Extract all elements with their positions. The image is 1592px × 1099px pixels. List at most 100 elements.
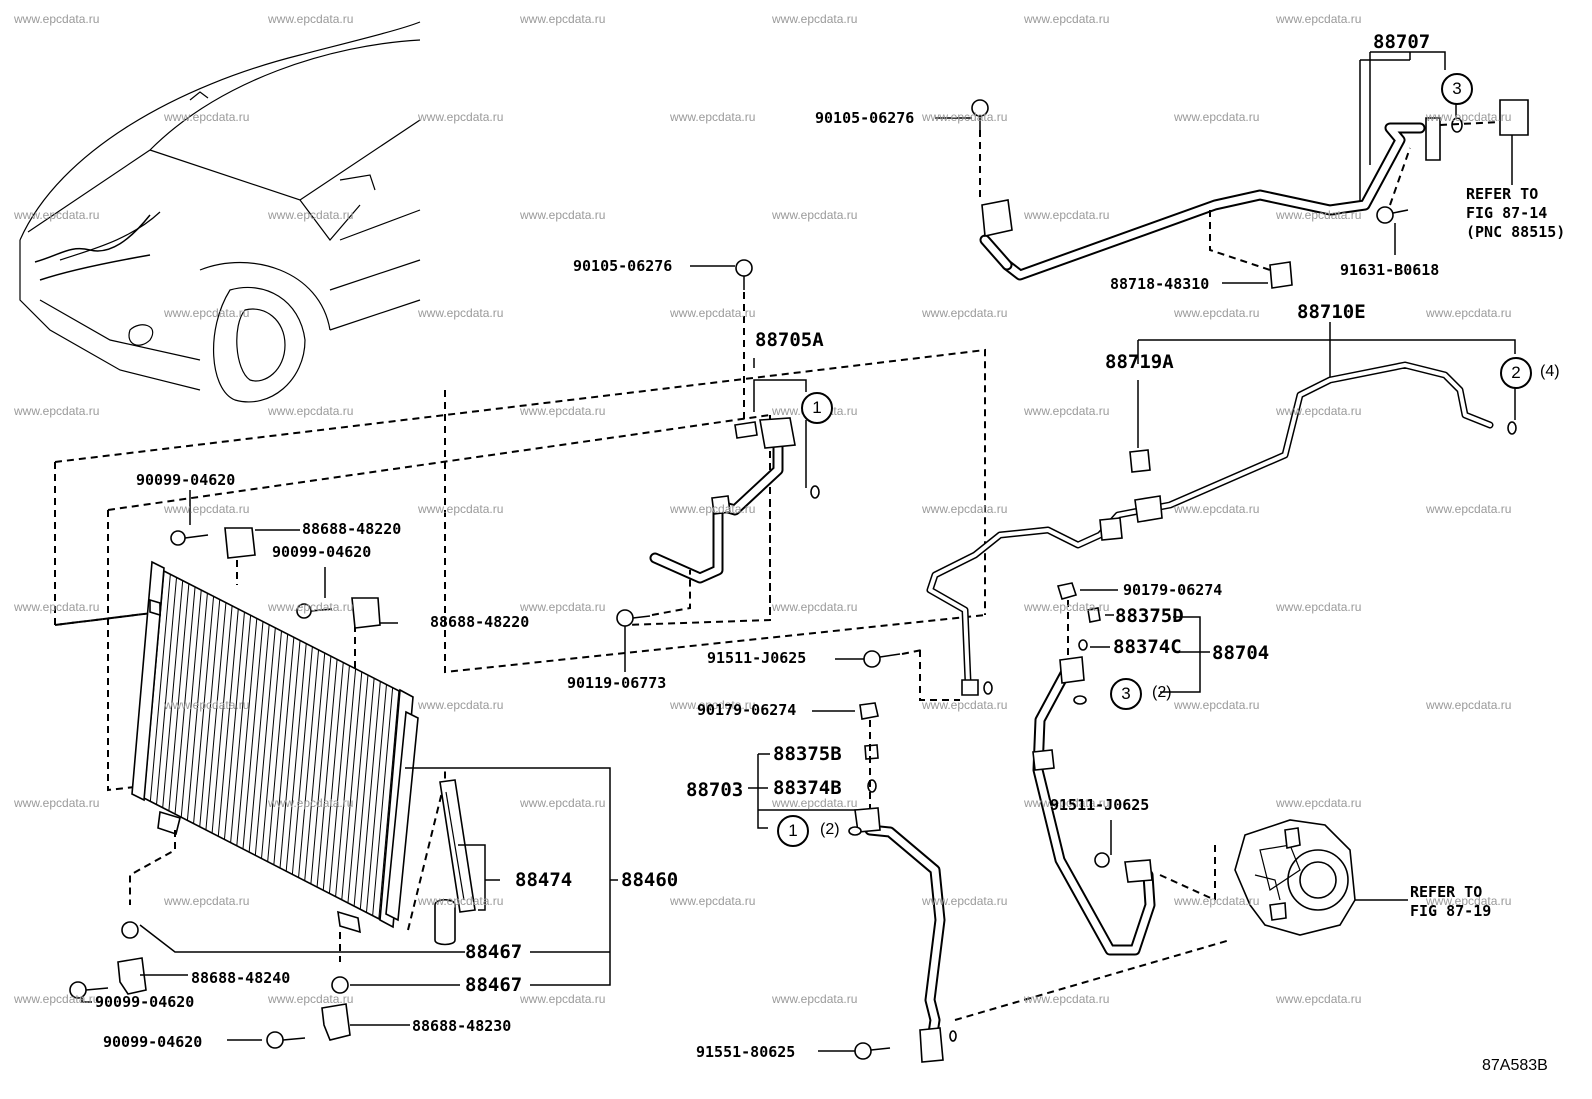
label-90099-d: 90099-04620 xyxy=(103,1033,203,1051)
watermark-text: www.epcdata.ru xyxy=(772,12,858,26)
watermark-text: www.epcdata.ru xyxy=(922,502,1008,516)
label-90179-a: 90179-06274 xyxy=(1123,581,1223,599)
watermark-text: www.epcdata.ru xyxy=(670,110,756,124)
condenser-fin xyxy=(298,649,320,878)
pipe-88710E xyxy=(835,322,1517,701)
condenser-fin xyxy=(230,615,252,843)
callout-2-qty: (4) xyxy=(1540,363,1560,380)
condenser-fin xyxy=(156,577,178,805)
watermark-text: www.epcdata.ru xyxy=(14,12,100,26)
watermark-text: www.epcdata.ru xyxy=(1426,110,1512,124)
watermark-text: www.epcdata.ru xyxy=(1024,12,1110,26)
condenser-fin xyxy=(322,662,344,891)
label-88705A: 88705A xyxy=(755,329,824,351)
label-90105-top: 90105-06276 xyxy=(815,109,915,127)
refer-note-fig-87-14: REFER TO FIG 87-14 (PNC 88515) xyxy=(1466,185,1565,242)
refer-line: FIG 87-19 xyxy=(1410,902,1492,920)
condenser-fin xyxy=(273,637,295,865)
condenser-fin xyxy=(378,690,400,919)
watermark-text: www.epcdata.ru xyxy=(772,796,858,810)
condenser-fin xyxy=(205,602,227,830)
watermark-text: www.epcdata.ru xyxy=(922,894,1008,908)
refer-note-fig-87-19: REFER TO FIG 87-19 xyxy=(1410,883,1491,921)
callout-1-mid: 1 xyxy=(801,392,833,424)
condenser-fin xyxy=(359,681,381,910)
bolt-icon xyxy=(69,981,109,999)
watermark-text: www.epcdata.ru xyxy=(520,12,606,26)
condenser-fin xyxy=(291,646,313,875)
watermark-text: www.epcdata.ru xyxy=(14,208,100,222)
bolt-icon xyxy=(266,1031,306,1049)
watermark-text: www.epcdata.ru xyxy=(268,796,354,810)
watermark-text: www.epcdata.ru xyxy=(1024,404,1110,418)
watermark-text: www.epcdata.ru xyxy=(1426,306,1512,320)
hose-88703 xyxy=(748,702,1231,1063)
callout-2-right: 2 xyxy=(1500,357,1532,389)
refer-line: (PNC 88515) xyxy=(1466,223,1566,241)
condenser-fin xyxy=(316,659,338,888)
watermark-text: www.epcdata.ru xyxy=(1174,698,1260,712)
watermark-text: www.epcdata.ru xyxy=(268,992,354,1006)
watermark-text: www.epcdata.ru xyxy=(1024,600,1110,614)
label-88375B: 88375B xyxy=(773,743,842,765)
condenser-assembly xyxy=(54,348,986,1049)
watermark-text: www.epcdata.ru xyxy=(164,110,250,124)
condenser-fin xyxy=(180,590,202,818)
watermark-text: www.epcdata.ru xyxy=(520,600,606,614)
label-88688-c: 88688-48240 xyxy=(191,969,291,987)
watermark-text: www.epcdata.ru xyxy=(670,306,756,320)
watermark-text: www.epcdata.ru xyxy=(772,600,858,614)
refer-line: FIG 87-14 xyxy=(1466,204,1548,222)
condenser-fin xyxy=(285,643,307,872)
watermark-text: www.epcdata.ru xyxy=(1426,502,1512,516)
watermark-text: www.epcdata.ru xyxy=(520,404,606,418)
watermark-text: www.epcdata.ru xyxy=(1276,12,1362,26)
bolt-icon xyxy=(971,99,989,130)
label-88710E: 88710E xyxy=(1297,301,1366,323)
refer-line: REFER TO xyxy=(1466,185,1539,203)
condenser-fin xyxy=(353,678,375,907)
callout-3-top: 3 xyxy=(1441,73,1473,105)
watermark-text: www.epcdata.ru xyxy=(922,306,1008,320)
label-88688-a: 88688-48220 xyxy=(302,520,402,538)
pipe-88707 xyxy=(935,51,1529,289)
watermark-text: www.epcdata.ru xyxy=(164,698,250,712)
label-88688-b: 88688-48220 xyxy=(430,613,530,631)
condenser-fin xyxy=(211,605,233,834)
watermark-text: www.epcdata.ru xyxy=(1024,992,1110,1006)
condenser-fin xyxy=(217,608,239,837)
watermark-text: www.epcdata.ru xyxy=(14,404,100,418)
watermark-text: www.epcdata.ru xyxy=(520,796,606,810)
condenser-fin xyxy=(162,580,184,808)
watermark-text: www.epcdata.ru xyxy=(1426,698,1512,712)
condenser-fins xyxy=(143,571,400,919)
label-90099-a: 90099-04620 xyxy=(136,471,236,489)
watermark-text: www.epcdata.ru xyxy=(1174,306,1260,320)
watermark-text: www.epcdata.ru xyxy=(268,404,354,418)
condenser-fin xyxy=(236,618,258,846)
watermark-text: www.epcdata.ru xyxy=(14,600,100,614)
watermark-text: www.epcdata.ru xyxy=(922,698,1008,712)
watermark-text: www.epcdata.ru xyxy=(1426,894,1512,908)
condenser-fin xyxy=(199,599,221,827)
bolt-icon xyxy=(296,603,333,619)
condenser-fin xyxy=(254,627,276,856)
condenser-fin xyxy=(143,571,165,799)
label-88474: 88474 xyxy=(515,869,573,891)
watermark-text: www.epcdata.ru xyxy=(1174,110,1260,124)
watermark-text: www.epcdata.ru xyxy=(14,992,100,1006)
hose-88704 xyxy=(1032,582,1216,956)
condenser-fin xyxy=(149,574,171,802)
label-88719A: 88719A xyxy=(1105,351,1174,373)
watermark-text: www.epcdata.ru xyxy=(1276,992,1362,1006)
label-88703: 88703 xyxy=(686,779,744,801)
label-90099-b: 90099-04620 xyxy=(272,543,372,561)
nut-icon xyxy=(1056,582,1078,600)
label-88707: 88707 xyxy=(1373,31,1431,53)
label-88704: 88704 xyxy=(1212,642,1270,664)
label-90099-c: 90099-04620 xyxy=(95,993,195,1011)
label-91511-a: 91511-J0625 xyxy=(707,649,807,667)
condenser-fin xyxy=(261,630,282,859)
watermark-text: www.epcdata.ru xyxy=(268,12,354,26)
label-91551: 91551-80625 xyxy=(696,1043,796,1061)
